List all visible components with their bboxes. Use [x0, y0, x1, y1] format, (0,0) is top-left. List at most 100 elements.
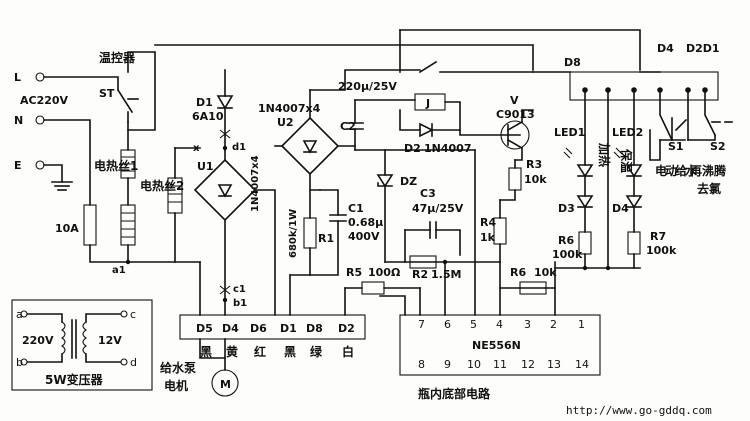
c1-ref: C1	[348, 202, 364, 215]
transformer-a: a	[16, 308, 23, 321]
switch-s1	[659, 118, 688, 141]
r3-ref: R3	[526, 158, 542, 171]
bottom-pin-label: D4	[222, 322, 239, 335]
ic-bottom-pin-number: 8	[418, 358, 425, 371]
thermostat-ref: ST	[99, 87, 115, 100]
bottom-pin-label: D2	[338, 322, 355, 335]
ic-bottom-pin-number: 13	[547, 358, 561, 371]
ic-bottom-pin-number: 14	[575, 358, 589, 371]
motor-symbol	[211, 369, 239, 397]
zener-dz	[376, 174, 394, 188]
node-c1-label: c1	[233, 284, 246, 295]
bottom-pin-label: D6	[250, 322, 267, 335]
ground-symbol	[51, 181, 73, 191]
led1-ref: LED1	[554, 126, 585, 139]
wire-color-label: 黑	[284, 345, 296, 359]
u2-ref: U2	[277, 116, 294, 129]
u1-label: U1	[197, 160, 214, 173]
resistor-r3	[508, 167, 522, 191]
wire-color-label: 白	[342, 344, 354, 359]
transistor-ref: V	[510, 94, 519, 107]
u1-part: 1N4007x4	[250, 155, 261, 212]
motor-label: M	[220, 378, 231, 391]
top-conn-d2d1: D2D1	[686, 42, 720, 55]
diode-d1	[216, 95, 234, 110]
wire-color-label: 红	[254, 344, 266, 359]
s2-label-line2: 去氯	[697, 181, 721, 196]
ic-top-pin-number: 1	[578, 318, 585, 331]
transformer-b: b	[16, 356, 23, 369]
s2-ref: S2	[710, 140, 726, 153]
transformer-c: c	[130, 308, 136, 321]
r1-ref: R1	[318, 232, 334, 245]
ic-top-pin-number: 3	[524, 318, 531, 331]
source-url: http://www.go-gddq.com	[566, 404, 712, 417]
heater-1	[120, 149, 136, 246]
bottom-pin-label: D1	[280, 322, 297, 335]
led2-label: 保温	[619, 148, 634, 173]
c1-value1: 0.68μ	[348, 216, 383, 229]
transformer-symbol	[20, 310, 128, 366]
top-conn-d8: D8	[564, 56, 581, 69]
node-x-label: x	[193, 143, 200, 154]
c3-value: 47μ/25V	[412, 202, 464, 215]
r6-bottom-ref: R6	[510, 266, 526, 279]
relay-ref: J	[425, 97, 430, 110]
bottom-connector	[179, 314, 366, 340]
dz-ref: DZ	[400, 175, 417, 188]
led1-label: 加热	[597, 142, 612, 167]
resistor-r7	[627, 231, 641, 255]
bottom-pin-label: D5	[196, 322, 213, 335]
u2-part: 1N4007x4	[258, 102, 321, 115]
r6-ref: R6	[558, 234, 574, 247]
transistor-part: C9013	[496, 108, 535, 121]
diode-d3	[576, 195, 594, 209]
wire-color-label: 黑	[200, 345, 212, 359]
top-connector	[569, 71, 719, 101]
ic-bottom-pin-number: 11	[493, 358, 507, 371]
d4-ref: D4	[612, 202, 629, 215]
resistor-r2	[409, 255, 437, 269]
heater-2-label: 电热丝2	[140, 178, 184, 193]
resistor-r5	[361, 281, 385, 295]
terminal-N: N	[14, 114, 23, 127]
d2-ref: D2	[404, 142, 421, 155]
ic-caption: 瓶内底部电路	[418, 386, 491, 401]
r6-bottom-value: 10k	[534, 266, 557, 279]
node-b1-label: b1	[233, 298, 247, 309]
top-conn-d4: D4	[657, 42, 674, 55]
capacitor-c1	[329, 214, 347, 222]
d2-part: 1N4007	[424, 142, 471, 155]
transformer-box	[11, 299, 153, 391]
r3-value: 10k	[524, 173, 547, 186]
s1-label: 电动给水	[655, 163, 698, 178]
thermostat-switch	[116, 88, 139, 123]
fuse-label: 10A	[55, 222, 79, 235]
s2-label-line1: 再沸腾	[690, 163, 727, 178]
bottom-pin-label: D8	[306, 322, 323, 335]
r4-value: 1k	[480, 231, 496, 244]
r5-ref: R5	[346, 266, 362, 279]
ic-top-pin-number: 2	[550, 318, 557, 331]
diode-d4	[625, 195, 643, 209]
c2-ref: C2	[340, 120, 356, 133]
transformer-primary: 220V	[22, 334, 54, 347]
s1-ref: S1	[668, 140, 684, 153]
mains-terminals: L N E AC220V	[14, 71, 69, 172]
transformer-d: d	[130, 356, 137, 369]
ic-top-pin-number: 4	[496, 318, 503, 331]
terminal-E: E	[14, 159, 22, 172]
resistor-r1	[303, 217, 317, 249]
terminal-L: L	[14, 71, 21, 84]
c3-ref: C3	[420, 187, 436, 200]
c2-value: 220μ/25V	[338, 80, 397, 93]
ic-top-pin-number: 6	[444, 318, 451, 331]
r7-ref: R7	[650, 230, 666, 243]
r5-value: 100Ω	[368, 266, 401, 279]
ic-ne556n	[399, 314, 601, 376]
